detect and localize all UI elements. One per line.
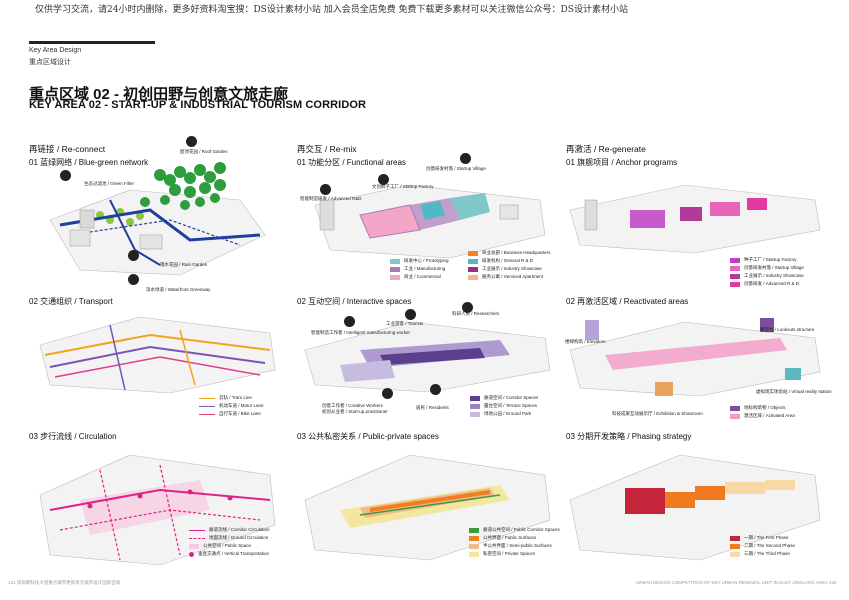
footer-right: URBAN DESIGN COMPETITION OF KEY URBAN RE…: [636, 580, 836, 585]
circulation-legend: 廊道流线 / Corridor Circulation 地面流线 / Groun…: [189, 526, 270, 558]
footer-left: 131 深圳南科技大道重点城市更新单元城市设计国际咨询: [8, 580, 120, 586]
column-heading-regenerate: 再激活 / Re-generate: [566, 143, 646, 155]
anchor-programs-diagram: [565, 165, 825, 255]
annotation-researchers: 科研人员 / Researchers: [452, 311, 499, 317]
greenway-icon: [128, 274, 139, 285]
annotation-advanced-rd: 智能制造研发 / Advanced R&D: [300, 196, 362, 202]
functional-legend-right: 商业总部 / Business Headquarters 研发机构 / Gene…: [468, 249, 551, 281]
annotation-elevators: 楼梯构筑 / Elevators: [565, 339, 606, 345]
reactivated-diagram: [565, 310, 825, 400]
annotation-intelligent-worker: 智能制造工作者 / Intelligent manufacturing work…: [311, 330, 410, 336]
annotation-startup-factory: 文创孵子工厂 / Startup Factory: [372, 184, 434, 190]
green-filter-icon: [60, 170, 71, 181]
annotation-rain-garden: 雨水花园 / Rain Garden: [160, 262, 207, 268]
panel-title-interactive: 02 互动空间 / Interactive spaces: [297, 296, 411, 307]
startup-village-icon: [460, 153, 471, 164]
tourists-icon: [405, 309, 416, 320]
annotation-tourists: 工业游客 / Tourists: [386, 321, 423, 327]
residents-icon: [430, 384, 441, 395]
creative-worker-icon: [382, 388, 393, 399]
transport-legend: 云轨 / Tram Line 机动车道 / Motor Lane 自行车道 / …: [199, 394, 264, 418]
annotation-greenway: 滨水绿道 / Waterfront Greenway: [146, 287, 210, 293]
blue-green-diagram: [40, 140, 270, 290]
functional-areas-diagram: [300, 160, 550, 260]
annotation-residents: 居民 / Residents: [416, 405, 449, 411]
annotation-roof-garden: 屋顶花园 / Roof Garden: [180, 149, 228, 155]
anchor-legend: 种子工厂 / Startup Factory 创意研发村落 / Startup …: [730, 256, 804, 288]
phasing-legend: 一期 / The First Phase 二期 / The Second Pha…: [730, 534, 795, 558]
advanced-rd-icon: [320, 184, 331, 195]
watermark-text: 仅供学习交流，请24小时内删除，更多好资料淘宝搜：DS设计素材小站 加入会员全店…: [35, 2, 628, 15]
annotation-exhibition: 科技成果互动展示厅 / Exhibition & Showroom: [612, 411, 703, 417]
public-private-legend: 廊道公共空间 / Public Corridor Spaces 公共界面 / P…: [469, 526, 560, 558]
section-label-en: Key Area Design: [29, 47, 81, 54]
header-rule: [29, 41, 155, 44]
annotation-lookouts: 瞭望台 / Lookouts structure: [760, 327, 814, 333]
interactive-legend: 廊道空间 / Corridor Spaces 露台空间 / Terrace Sp…: [470, 394, 538, 418]
panel-title-reactivated: 02 再激活区域 / Reactivated areas: [566, 296, 688, 307]
interactive-spaces-diagram: [300, 310, 555, 395]
transport-diagram: [30, 305, 280, 395]
functional-legend-left: 研发中心 / Prototyping 工业 / Manufacturing 商业…: [390, 257, 449, 281]
page-title-en: KEY AREA 02 - START-UP & INDUSTRIAL TOUR…: [29, 99, 366, 111]
annotation-startup-practitioner: 初创从业者 / Start-up practitioner: [322, 409, 388, 415]
column-heading-remix: 再交互 / Re-mix: [297, 143, 357, 155]
annotation-green-filter: 生态过滤池 / Green Filter: [84, 181, 134, 187]
annotation-startup-village: 创意研发村落 / Startup Village: [426, 166, 486, 172]
rain-garden-icon: [128, 250, 139, 261]
reactivated-legend: 地标构筑物 / Objects 激活区域 / Activated Area: [730, 404, 795, 420]
roof-garden-icon: [186, 136, 197, 147]
annotation-vr-station: 虚拟现实体验站 / Virtual reality station: [756, 389, 832, 395]
worker-icon: [344, 316, 355, 327]
section-label-cn: 重点区域设计: [29, 57, 71, 67]
